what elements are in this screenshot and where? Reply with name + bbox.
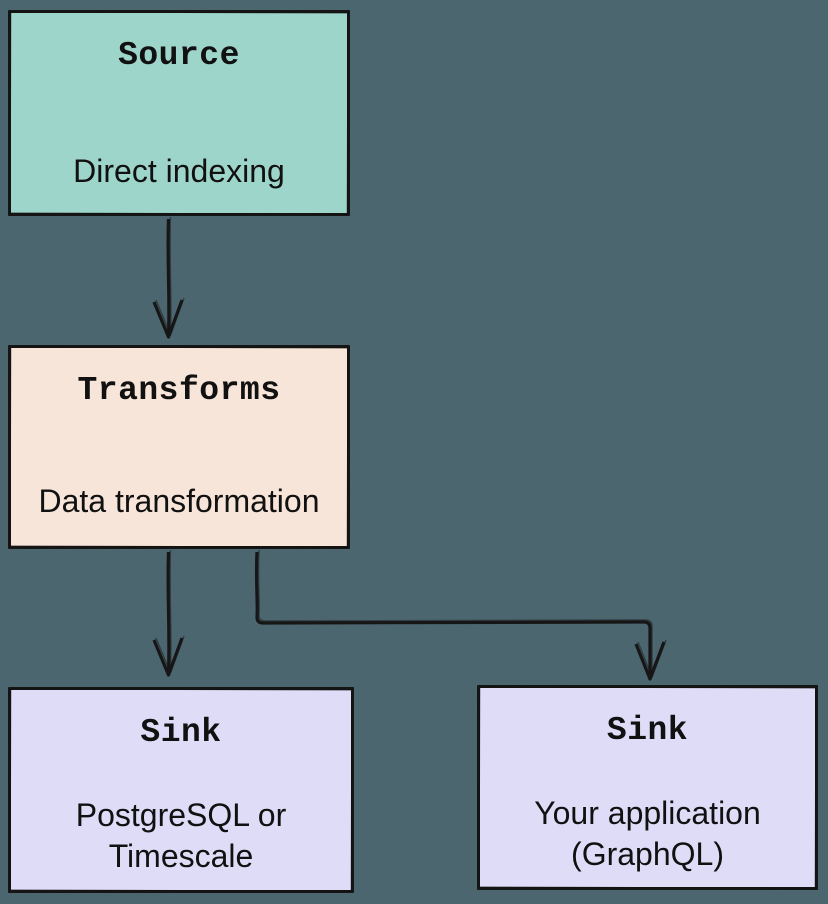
node-source: Source Direct indexing xyxy=(8,10,350,216)
node-sink-postgres: Sink PostgreSQL or Timescale xyxy=(8,687,354,893)
node-sink-app: Sink Your application (GraphQL) xyxy=(477,685,818,890)
node-transforms-title: Transforms xyxy=(77,372,281,409)
arrow-source-to-transforms xyxy=(152,216,185,339)
node-sink-app-label: Your application (GraphQL) xyxy=(534,795,761,872)
node-sink-app-title: Sink xyxy=(606,712,689,749)
node-sink-postgres-title: Sink xyxy=(140,714,222,751)
node-sink-postgres-label: PostgreSQL or Timescale xyxy=(75,797,287,874)
arrow-transforms-to-sink-left xyxy=(152,549,185,677)
arrow-transforms-to-sink-right xyxy=(254,549,667,681)
node-source-label: Direct indexing xyxy=(73,153,285,189)
node-transforms: Transforms Data transformation xyxy=(8,345,350,549)
node-transforms-label: Data transformation xyxy=(38,483,320,519)
node-source-title: Source xyxy=(118,37,240,74)
